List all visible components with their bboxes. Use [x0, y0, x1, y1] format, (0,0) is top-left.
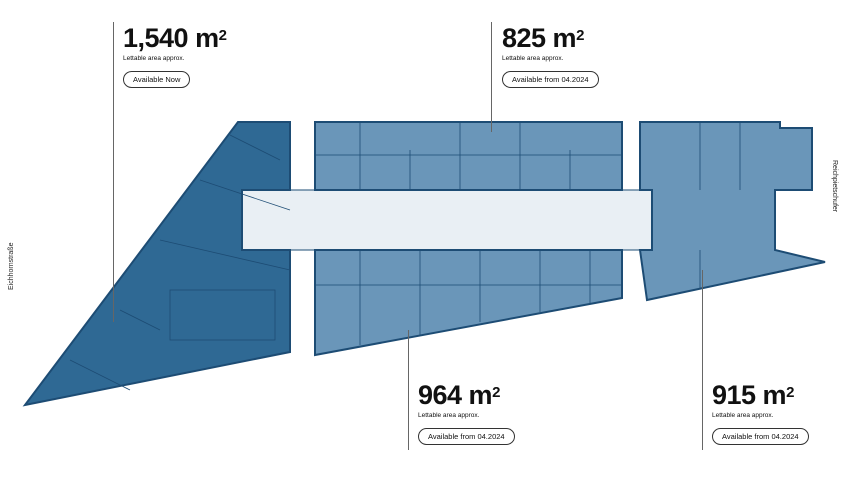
- callout-line-east: [702, 270, 703, 450]
- callout-south: 964 m2 Lettable area approx. Available f…: [418, 381, 515, 445]
- callout-line-north: [491, 22, 492, 132]
- callout-line-south: [408, 330, 409, 450]
- area-value: 825 m2: [502, 23, 584, 53]
- availability-badge[interactable]: Available from 04.2024: [418, 428, 515, 445]
- unit-north-area[interactable]: [314, 121, 623, 191]
- room-walls: [69, 122, 741, 391]
- area-label: Lettable area approx.: [712, 412, 774, 419]
- callout-west: 1,540 m2 Lettable area approx. Available…: [123, 23, 227, 88]
- area-label: Lettable area approx.: [418, 412, 480, 419]
- callout-line-west: [113, 22, 114, 322]
- street-label-left: Eichhornstraße: [8, 242, 15, 290]
- unit-east-area[interactable]: [638, 121, 826, 302]
- area-value: 964 m2: [418, 380, 500, 410]
- area-value: 1,540 m2: [123, 23, 227, 53]
- availability-badge[interactable]: Available from 04.2024: [712, 428, 809, 445]
- unit-south-area[interactable]: [314, 249, 623, 357]
- area-label: Lettable area approx.: [502, 55, 564, 62]
- callout-east: 915 m2 Lettable area approx. Available f…: [712, 381, 809, 445]
- street-label-right: Reichpietschufer: [831, 160, 838, 213]
- area-label: Lettable area approx.: [123, 55, 185, 62]
- unit-west-area[interactable]: [22, 121, 291, 407]
- availability-badge[interactable]: Available Now: [123, 71, 191, 88]
- availability-badge[interactable]: Available from 04.2024: [502, 71, 599, 88]
- area-value: 915 m2: [712, 380, 794, 410]
- callout-north: 825 m2 Lettable area approx. Available f…: [502, 24, 599, 88]
- corridor: [239, 189, 653, 251]
